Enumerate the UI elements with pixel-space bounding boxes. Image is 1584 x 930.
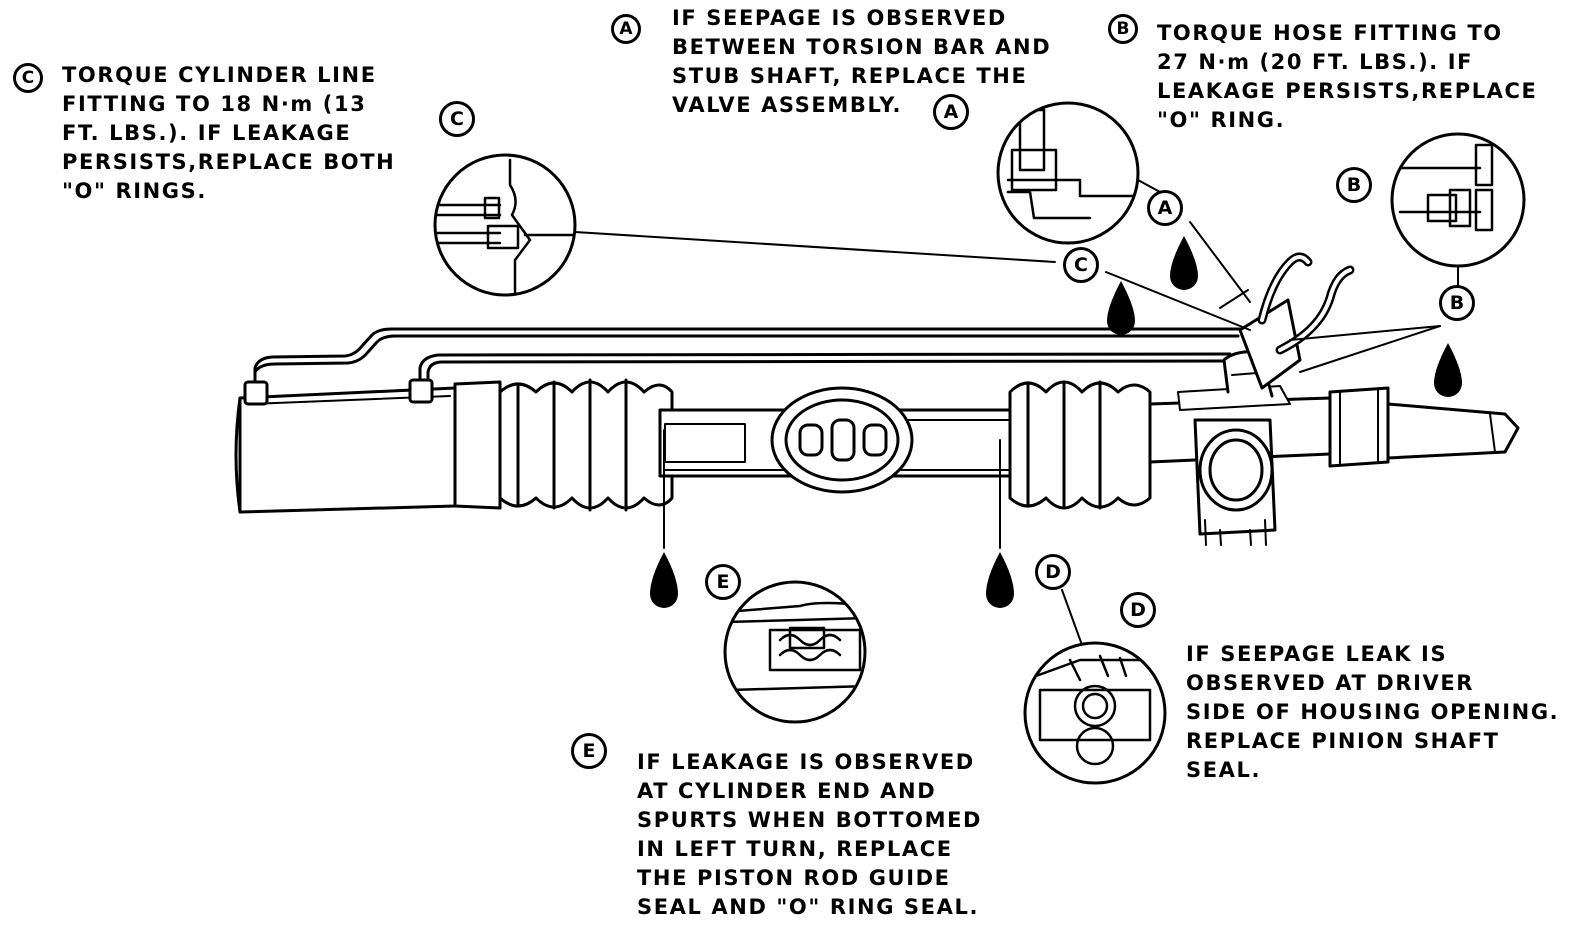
marker-c-note: C: [13, 63, 43, 93]
marker-b-inset: B: [1336, 167, 1372, 203]
marker-d-note: D: [1120, 592, 1156, 628]
boot-right: [1008, 380, 1152, 510]
note-line: IN LEFT TURN, REPLACE: [637, 837, 953, 861]
marker-e-inset: E: [705, 564, 741, 600]
detail-b-inset: [1390, 132, 1526, 268]
marker-d-inset: D: [1035, 554, 1071, 590]
collar-left: [453, 380, 502, 510]
drop-e: [650, 552, 678, 608]
note-c: TORQUE CYLINDER LINE FITTING TO 18 N·m (…: [62, 61, 395, 206]
detail-a-inset: [996, 101, 1140, 245]
note-line: SEAL AND "O" RING SEAL.: [637, 895, 980, 919]
note-b: TORQUE HOSE FITTING TO 27 N·m (20 FT. LB…: [1157, 19, 1538, 135]
gear-housing: [1148, 350, 1520, 546]
marker-e-note: E: [571, 733, 607, 769]
cylinder-tube: [234, 378, 457, 514]
note-line: FT. LBS.). IF LEAKAGE: [62, 121, 352, 145]
detail-c-inset: [433, 153, 577, 297]
note-line: OBSERVED AT DRIVER: [1186, 671, 1475, 695]
note-line: "O" RINGS.: [62, 179, 207, 203]
note-line: THE PISTON ROD GUIDE: [637, 866, 951, 890]
marker-c-housing: C: [1063, 247, 1099, 283]
cylinder-lines: [253, 327, 1242, 394]
boot-left: [498, 378, 674, 512]
marker-a-note: A: [611, 14, 641, 44]
note-line: IF SEEPAGE IS OBSERVED: [672, 6, 1007, 30]
drop-b: [1434, 343, 1462, 397]
drop-c: [1107, 281, 1135, 335]
note-line: IF LEAKAGE IS OBSERVED: [637, 750, 975, 774]
marker-b-housing: B: [1439, 285, 1475, 321]
note-line: SEAL.: [1186, 758, 1262, 782]
note-line: 27 N·m (20 FT. LBS.). IF: [1157, 50, 1474, 74]
note-line: SPURTS WHEN BOTTOMED: [637, 808, 983, 832]
fluid-drops: [650, 236, 1462, 608]
marker-a-inset: A: [1147, 190, 1183, 226]
note-line: TORQUE CYLINDER LINE: [62, 63, 377, 87]
marker-b-note: B: [1108, 14, 1138, 44]
valve-hoses: [1219, 252, 1355, 390]
drop-a: [1170, 236, 1198, 290]
note-e: IF LEAKAGE IS OBSERVED AT CYLINDER END A…: [637, 748, 982, 922]
detail-d-inset: [1023, 641, 1167, 785]
note-line: PERSISTS,REPLACE BOTH: [62, 150, 396, 174]
note-line: TORQUE HOSE FITTING TO: [1157, 21, 1503, 45]
marker-a-inline: A: [933, 94, 969, 130]
note-a: IF SEEPAGE IS OBSERVED BETWEEN TORSION B…: [672, 4, 1051, 120]
note-line: BETWEEN TORSION BAR AND: [672, 35, 1052, 59]
detail-e-inset: [723, 580, 867, 724]
note-line: SIDE OF HOUSING OPENING.: [1186, 700, 1560, 724]
note-line: STUB SHAFT, REPLACE THE: [672, 64, 1028, 88]
note-line: LEAKAGE PERSISTS,REPLACE: [1157, 79, 1538, 103]
note-line: VALVE ASSEMBLY.: [672, 93, 903, 117]
note-line: REPLACE PINION SHAFT: [1186, 729, 1500, 753]
note-line: "O" RING.: [1157, 108, 1286, 132]
note-line: FITTING TO 18 N·m (13: [62, 92, 367, 116]
note-d: IF SEEPAGE LEAK IS OBSERVED AT DRIVER SI…: [1186, 640, 1559, 785]
center-opening: [770, 386, 914, 494]
note-line: IF SEEPAGE LEAK IS: [1186, 642, 1448, 666]
drop-d: [986, 552, 1014, 608]
note-line: AT CYLINDER END AND: [637, 779, 937, 803]
marker-c-inset: C: [439, 101, 475, 137]
leader-lines: [574, 179, 1459, 646]
